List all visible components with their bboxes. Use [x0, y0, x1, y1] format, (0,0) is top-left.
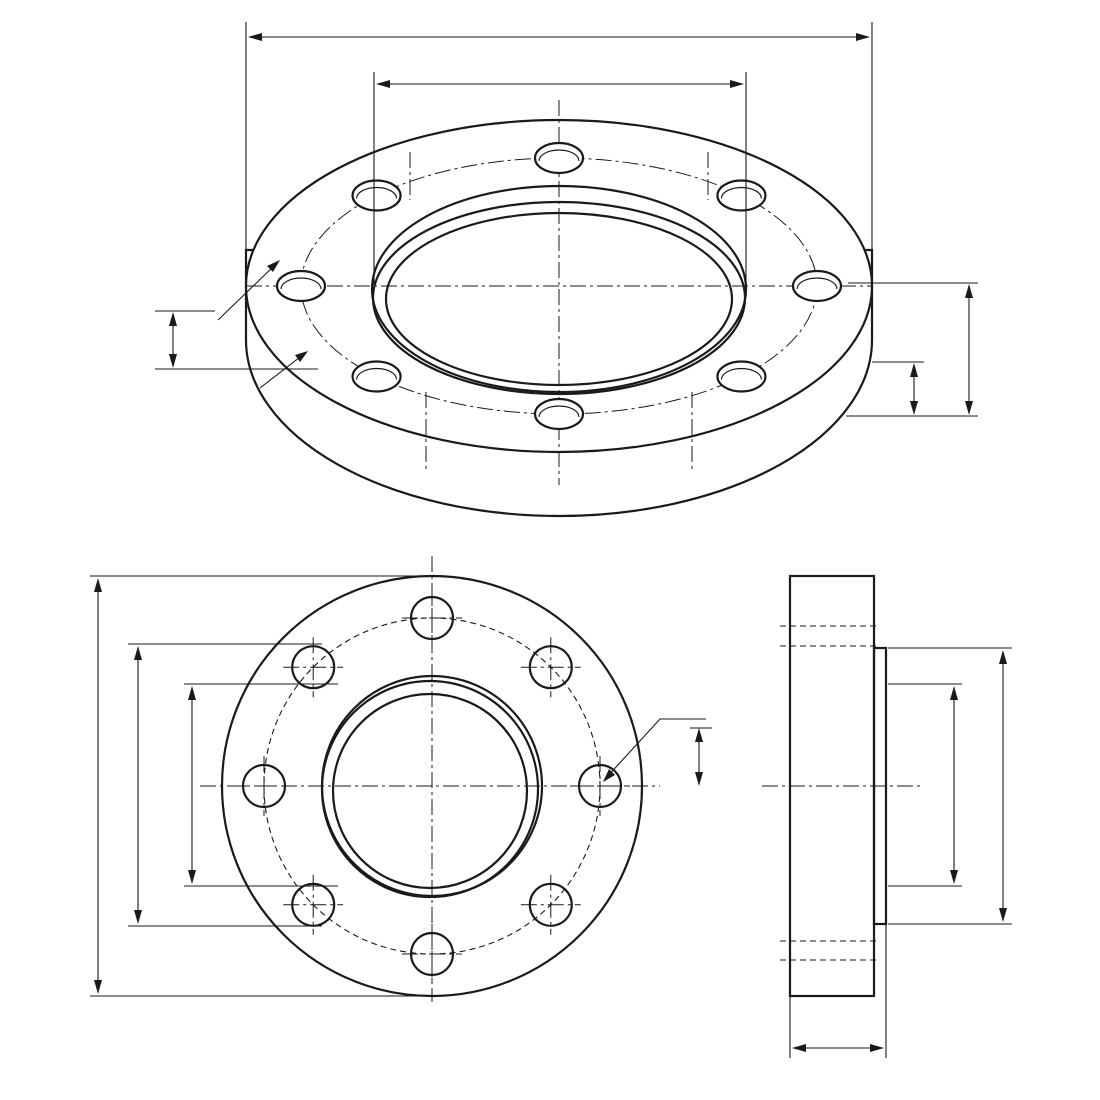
- arrowhead: [603, 769, 615, 782]
- bolt-hole: [351, 179, 402, 212]
- bolt-hole-wall: [280, 277, 322, 290]
- isometric-view: [155, 22, 978, 518]
- bolt-hole: [351, 360, 402, 393]
- arrowhead: [248, 33, 262, 41]
- bolt-hole: [275, 269, 327, 303]
- bolt-hole-wall: [355, 367, 398, 380]
- arrowhead: [376, 80, 390, 88]
- arrowhead: [295, 351, 308, 362]
- bolt-hole: [716, 179, 767, 212]
- arrowhead: [999, 650, 1007, 664]
- arrowhead: [965, 284, 973, 298]
- arrowhead: [94, 578, 102, 592]
- arrowhead: [950, 686, 958, 700]
- arrowhead: [792, 1044, 806, 1052]
- bolt-hole-wall: [720, 186, 763, 199]
- arrowhead: [169, 312, 177, 326]
- arrowhead: [695, 728, 703, 742]
- front-bore-inner: [331, 692, 529, 890]
- arrowhead: [965, 401, 973, 415]
- arrowhead: [134, 646, 142, 660]
- arrowhead: [856, 33, 870, 41]
- bolt-hole-wall: [538, 149, 580, 162]
- front-bore-outer: [320, 679, 540, 899]
- arrowhead: [870, 1044, 884, 1052]
- arrowhead: [267, 260, 280, 272]
- arrowhead: [188, 686, 196, 700]
- arrowhead: [910, 363, 918, 377]
- arrowhead: [188, 870, 196, 884]
- bolt-hole-wall: [796, 277, 838, 290]
- bolt-hole: [533, 141, 585, 175]
- iso-leader-line: [217, 263, 277, 321]
- side-view: [762, 574, 1012, 1058]
- bolt-hole: [533, 397, 585, 431]
- arrowhead: [695, 772, 703, 786]
- bolt-hole-wall: [355, 186, 398, 199]
- front-view: [90, 556, 712, 1002]
- bolt-hole-wall: [720, 367, 763, 380]
- bolt-hole-wall: [538, 405, 580, 418]
- arrowhead: [999, 908, 1007, 922]
- arrowhead: [134, 910, 142, 924]
- iso-bolt-holes: [275, 141, 843, 431]
- bolt-hole: [716, 360, 767, 393]
- arrowhead: [169, 354, 177, 368]
- arrowhead: [94, 980, 102, 994]
- arrowhead: [910, 401, 918, 415]
- bolt-hole: [791, 269, 843, 303]
- front-leader-line: [605, 718, 706, 779]
- arrowhead: [730, 80, 744, 88]
- iso-leader-line: [259, 353, 305, 389]
- arrowhead: [950, 870, 958, 884]
